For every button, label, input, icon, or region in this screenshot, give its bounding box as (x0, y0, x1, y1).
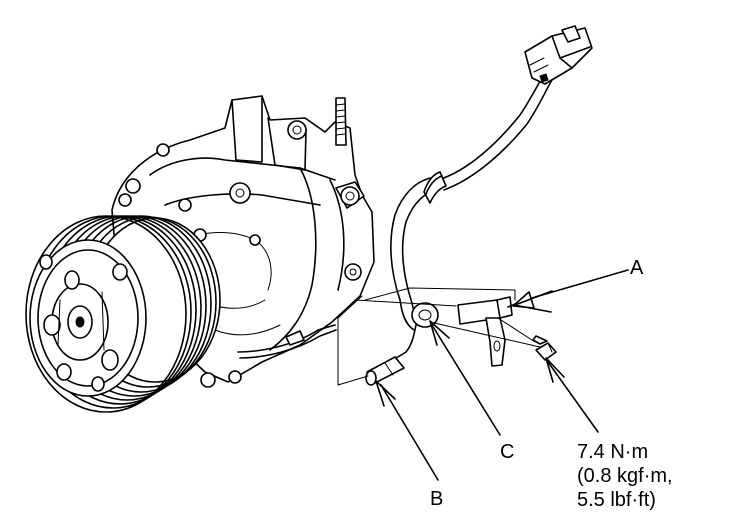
arrow-torque (547, 361, 599, 433)
callout-label-c: C (500, 441, 514, 463)
callout-label-b: B (430, 488, 443, 510)
torque-spec-nm: 7.4 N·m (577, 441, 648, 463)
sensor-c-part (399, 299, 439, 353)
wire-harness (390, 25, 593, 304)
callout-label-a: A (630, 257, 644, 279)
terminal-b-part (365, 351, 407, 386)
pulley-assembly (25, 215, 221, 413)
bracket-a-part (457, 296, 513, 367)
leader-arrows (375, 269, 629, 481)
arrow-b (380, 384, 439, 481)
torque-spec-kgfm: (0.8 kgf·m, (577, 465, 673, 487)
arrow-c (431, 324, 501, 436)
mounting-bolt (532, 335, 557, 361)
alignment-lines (337, 287, 541, 386)
torque-spec-lbfft: 5.5 lbf·ft) (577, 489, 656, 511)
